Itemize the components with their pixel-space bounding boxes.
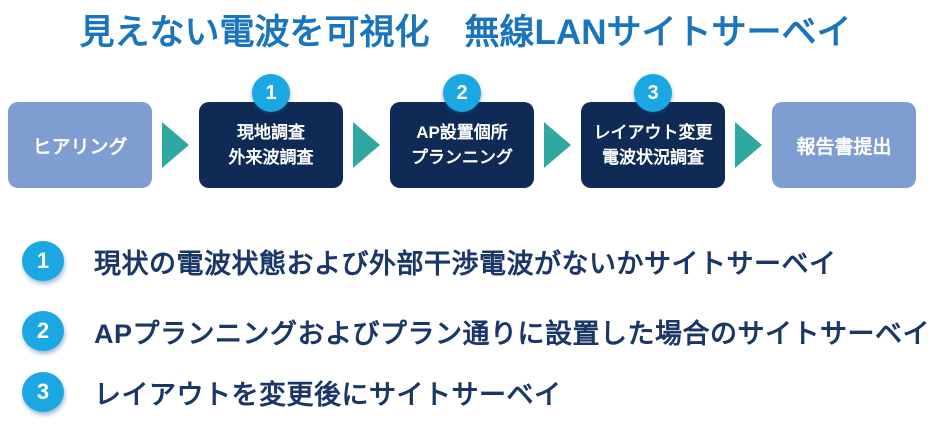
note-number-badge: 3 xyxy=(22,372,64,412)
flow-step-ap-planning: 2 AP設置個所 プランニング xyxy=(390,74,534,188)
page-title: 見えない電波を可視化 無線LANサイトサーベイ xyxy=(79,13,852,52)
note-item-2: 2 APプランニングおよびプラン通りに設置した場合のサイトサーベイ xyxy=(22,310,930,352)
note-text: APプランニングおよびプラン通りに設置した場合のサイトサーベイ xyxy=(94,318,931,349)
note-text: レイアウトを変更後にサイトサーベイ xyxy=(94,379,562,410)
step-label: レイアウト変更 電波状況調査 xyxy=(593,122,713,168)
step-label: 報告書提出 xyxy=(796,136,892,158)
flow-arrow-icon xyxy=(544,122,571,168)
flow-step-report: 報告書提出 xyxy=(772,102,916,188)
flow-step-site-survey: 1 現地調査 外来波調査 xyxy=(199,74,343,188)
step-label: ヒアリング xyxy=(32,136,128,158)
note-item-1: 1 現状の電波状態および外部干渉電波がないかサイトサーベイ xyxy=(22,240,837,282)
flow-arrow-icon xyxy=(353,122,380,168)
step-label: AP設置個所 プランニング xyxy=(411,122,513,168)
note-text: 現状の電波状態および外部干渉電波がないかサイトサーベイ xyxy=(94,248,837,279)
note-item-3: 3 レイアウトを変更後にサイトサーベイ xyxy=(22,371,562,413)
note-number-badge: 1 xyxy=(22,241,64,281)
step-number-badge: 1 xyxy=(252,74,290,112)
step-number-badge: 3 xyxy=(634,74,672,112)
flow-arrow-icon xyxy=(162,122,189,168)
flow-arrow-icon xyxy=(735,122,762,168)
step-number-badge: 2 xyxy=(443,74,481,112)
note-number-badge: 2 xyxy=(22,311,64,351)
step-label: 現地調査 外来波調査 xyxy=(228,122,314,168)
process-flow: ヒアリング 1 現地調査 外来波調査 2 AP設置個所 プランニング 3 レイア… xyxy=(8,74,923,190)
flow-step-layout-change: 3 レイアウト変更 電波状況調査 xyxy=(581,74,725,188)
flow-step-hearing: ヒアリング xyxy=(8,102,152,188)
